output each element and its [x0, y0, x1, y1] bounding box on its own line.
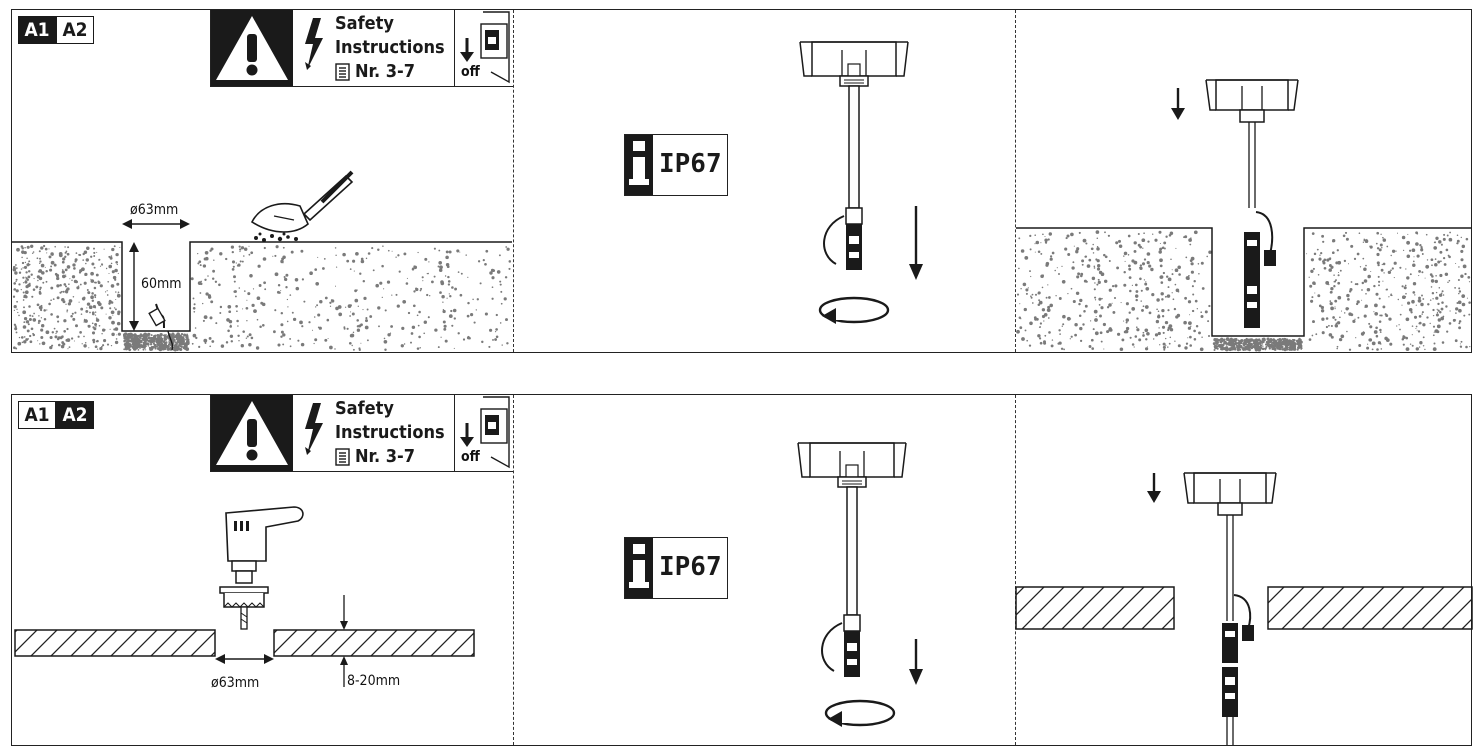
- hole-diameter-label: ø63mm: [211, 675, 260, 691]
- safety-title-2: Instructions: [335, 422, 445, 443]
- ip-rating-box: IP67: [624, 537, 728, 599]
- down-arrow-icon: [1171, 88, 1185, 120]
- ground-hole-drawing: [12, 170, 512, 352]
- fixture-insert-ceiling-drawing: [1015, 472, 1473, 745]
- hole-diameter-label: ø63mm: [130, 202, 179, 218]
- safety-title-1: Safety: [335, 398, 394, 419]
- safety-instructions-box: Safety Instructions Nr. 3-7: [210, 10, 513, 87]
- off-label: off: [461, 64, 480, 80]
- badge-a2: A2: [56, 16, 94, 44]
- instruction-strip-ground: A1 A2 Safety Instructions: [11, 9, 1472, 353]
- badge-a1: A1: [18, 16, 56, 44]
- safety-title-1: Safety: [335, 13, 394, 34]
- warning-triangle-icon: [211, 395, 293, 471]
- safety-instructions-box: Safety Instructions Nr. 3-7: [210, 395, 513, 472]
- panel-divider: [1015, 395, 1016, 745]
- variant-badge: A1 A2: [18, 16, 94, 44]
- circuit-breaker-icon: [460, 396, 510, 469]
- step-drill-hole: A1 A2 Safety Instructions: [12, 395, 513, 745]
- info-icon: [625, 135, 653, 195]
- trowel-icon: [250, 170, 354, 242]
- down-arrow-icon: [909, 639, 923, 685]
- step-dig-hole: A1 A2 Safety Instructions: [12, 10, 513, 352]
- down-arrow-icon: [909, 206, 923, 280]
- down-arrow-icon: [1147, 473, 1161, 503]
- fixture-insert-ground-drawing: [1016, 79, 1472, 352]
- circuit-breaker-off: off: [454, 395, 514, 471]
- ceiling-thickness-label: 8-20mm: [347, 673, 401, 689]
- ip-rating-label: IP67: [659, 149, 722, 179]
- variant-badge: A1 A2: [18, 401, 94, 429]
- step-connect-cable: IP67: [514, 10, 1014, 352]
- luminaire-fixture-icon: [1183, 472, 1277, 745]
- luminaire-fixture-icon: [1205, 79, 1299, 328]
- document-icon: [335, 448, 350, 466]
- panel-divider: [513, 10, 514, 352]
- luminaire-fixture-icon: [799, 41, 909, 270]
- luminaire-fixture-icon: [797, 442, 907, 677]
- rotate-arrow-icon: [818, 296, 890, 324]
- instruction-strip-ceiling: A1 A2 Safety Instructions: [11, 394, 1473, 746]
- fixture-connection-drawing: [799, 41, 923, 324]
- info-icon: [625, 538, 653, 598]
- ip-rating-box: IP67: [624, 134, 728, 196]
- hole-depth-label: 60mm: [140, 276, 183, 292]
- ip-rating-label: IP67: [659, 552, 722, 582]
- safety-page-ref: Nr. 3-7: [355, 61, 416, 82]
- lightning-icon: [305, 403, 323, 455]
- rotate-arrow-icon: [824, 699, 896, 727]
- gravel-texture: [1016, 230, 1471, 352]
- safety-page-ref: Nr. 3-7: [355, 446, 416, 467]
- lightning-icon: [305, 18, 323, 70]
- badge-a1: A1: [18, 401, 56, 429]
- off-label: off: [461, 449, 480, 465]
- step-insert-fixture: [1015, 395, 1473, 745]
- fixture-connection-drawing: [797, 442, 923, 727]
- badge-a2: A2: [56, 401, 94, 429]
- drill-icon: [219, 506, 304, 630]
- panel-divider: [513, 395, 514, 745]
- panel-divider: [1015, 10, 1016, 352]
- step-connect-cable: IP67: [514, 395, 1014, 745]
- ceiling-drill-drawing: [14, 506, 475, 687]
- gravel-texture: [12, 244, 512, 352]
- circuit-breaker-icon: [460, 11, 510, 84]
- safety-title-2: Instructions: [335, 37, 445, 58]
- warning-triangle-icon: [211, 10, 293, 86]
- step-insert-fixture: [1016, 10, 1472, 352]
- document-icon: [335, 63, 350, 81]
- circuit-breaker-off: off: [454, 10, 514, 86]
